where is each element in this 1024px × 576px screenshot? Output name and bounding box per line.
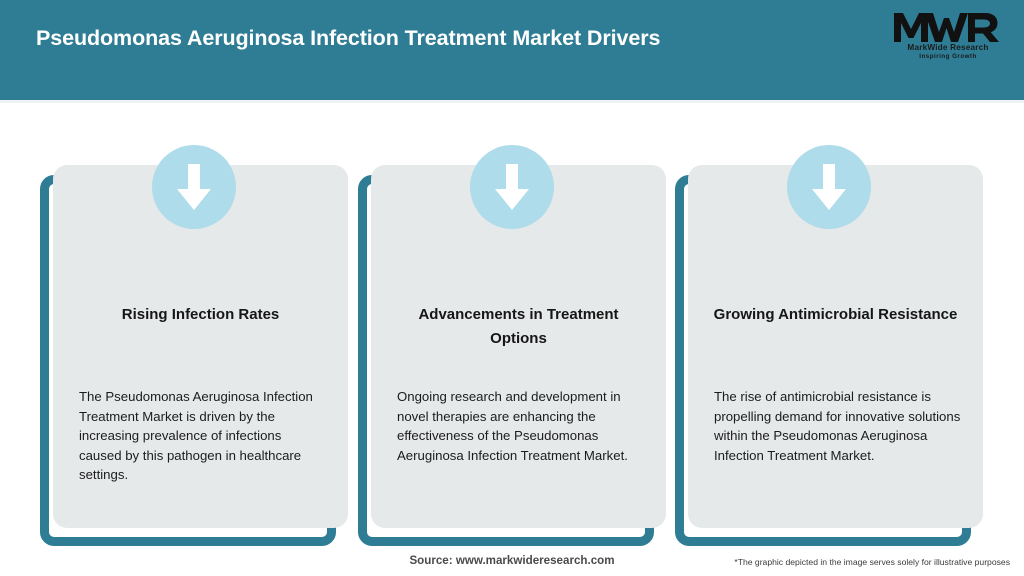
card-description: Ongoing research and development in nove… [397,389,628,463]
brand-logo: MarkWide Research Inspiring Growth [892,10,1004,66]
card-body: Rising Infection Rates The Pseudomonas A… [53,165,348,528]
card-description: The rise of antimicrobial resistance is … [714,389,961,463]
disclaimer-note: *The graphic depicted in the image serve… [734,557,1010,567]
card-body: Advancements in Treatment Options Ongoin… [371,165,666,528]
driver-card[interactable]: Rising Infection Rates The Pseudomonas A… [40,145,348,546]
logo-tagline: Inspiring Growth [919,53,977,60]
source-label: Source: www.markwideresearch.com [409,554,615,567]
header-underline [0,100,1024,103]
card-title: Growing Antimicrobial Resistance [713,306,958,323]
driver-cards-container: Rising Infection Rates The Pseudomonas A… [0,100,1024,546]
card-description: The Pseudomonas Aeruginosa Infection Tre… [79,389,313,483]
down-arrow-icon [470,145,554,229]
down-arrow-icon [152,145,236,229]
down-arrow-icon [787,145,871,229]
driver-card[interactable]: Advancements in Treatment Options Ongoin… [358,145,666,546]
card-body: Growing Antimicrobial Resistance The ris… [688,165,983,528]
page-title: Pseudomonas Aeruginosa Infection Treatme… [36,26,661,50]
page-header: Pseudomonas Aeruginosa Infection Treatme… [0,0,1024,100]
card-title: Rising Infection Rates [121,306,280,323]
driver-card[interactable]: Growing Antimicrobial Resistance The ris… [675,145,983,546]
card-title: Advancements in Treatment Options [418,306,619,347]
logo-company-name: MarkWide Research [907,43,989,52]
mwr-logo-icon [894,13,999,42]
